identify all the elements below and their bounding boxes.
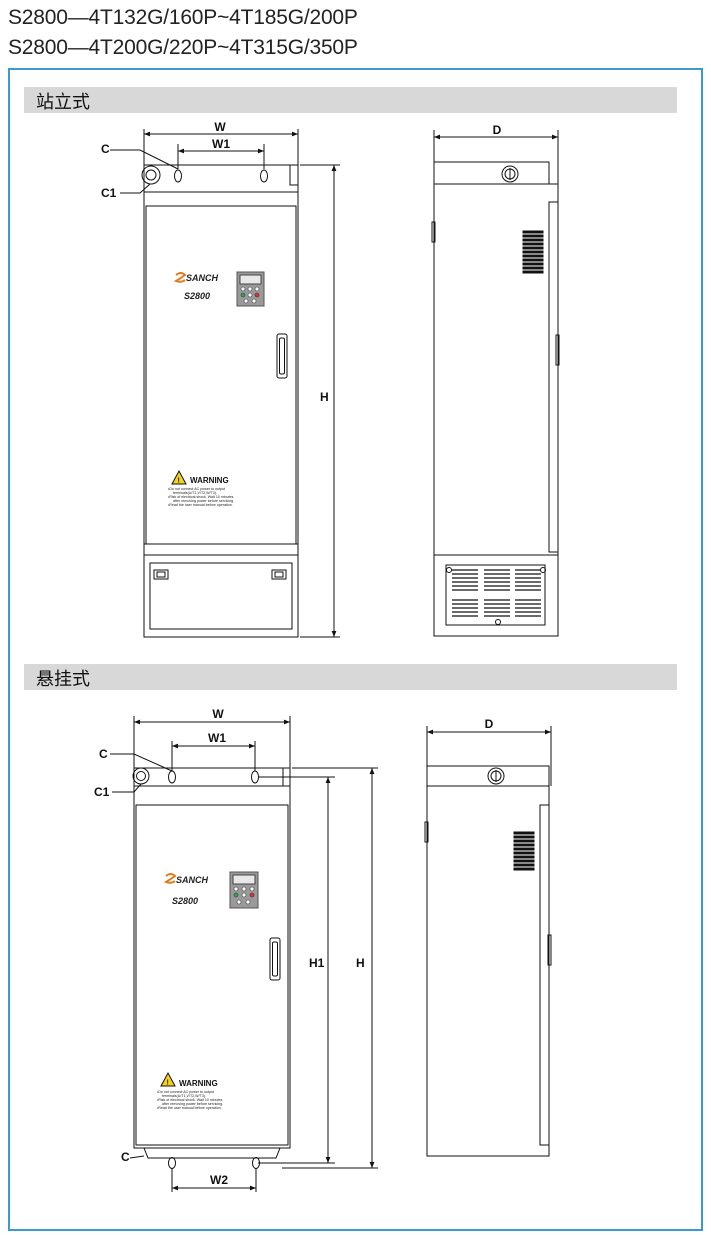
floor-dim-d: D <box>433 123 559 184</box>
wall-dim-w2: W2 <box>171 1168 257 1192</box>
floor-front-warning-line-5: •Read the user manual before operation. <box>168 503 233 507</box>
svg-text:!: ! <box>167 1080 169 1087</box>
floor-front-mount-hole-left <box>174 169 182 183</box>
wall-front-model: S2800 <box>172 896 198 906</box>
wall-front-mount-hole-left <box>168 770 176 784</box>
floor-dim-c: C <box>101 142 179 170</box>
floor-front-lifting-ring <box>141 165 161 185</box>
floor-front-model: S2800 <box>184 291 210 301</box>
wall-front-warning-line-4: after removing power before servicing. <box>162 1102 223 1106</box>
wall-front-warning-line-5: •Read the user manual before operation. <box>157 1106 222 1110</box>
wall-front-warning-line-2: terminals(U/T1,V/T2,W/T3). <box>162 1094 206 1098</box>
svg-text:!: ! <box>178 478 180 485</box>
wall-front-warning-line-3: •Risk of electrical shock. Wait 10 minut… <box>157 1098 223 1102</box>
wall-front-view: SANCH S2800 ! WARNING •Do not connect AC… <box>132 767 291 1169</box>
floor-label-c1: C1 <box>101 186 117 200</box>
wall-front-warning-title: WARNING <box>179 1079 218 1088</box>
floor-side-base <box>433 554 559 637</box>
floor-front-door <box>145 205 297 545</box>
wall-dim-w: W <box>133 707 291 768</box>
wall-label-c-bottom: C <box>121 1150 130 1164</box>
wall-front-brand-logo-icon <box>163 873 177 884</box>
wall-dim-c: C <box>99 747 173 772</box>
floor-front-brand: SANCH <box>186 273 219 283</box>
wall-label-h: H <box>356 956 365 970</box>
floor-front-warning-line-3: •Risk of electrical shock. Wait 10 minut… <box>168 495 234 499</box>
wall-front-warning-line-1: •Do not connect AC power to output <box>157 1090 214 1094</box>
floor-label-d: D <box>493 123 502 137</box>
section-header-floor: 站立式 <box>24 87 677 113</box>
wall-label-c1: C1 <box>94 785 110 799</box>
floor-dim-c1: C1 <box>101 183 151 200</box>
section-header-wall: 悬挂式 <box>24 664 677 690</box>
wall-label-w: W <box>212 707 224 721</box>
floor-front-door-handle <box>276 333 288 379</box>
model-range-line-1: S2800—4T132G/160P~4T185G/200P <box>8 6 358 29</box>
wall-dim-d: D <box>426 717 552 786</box>
wall-front-body <box>133 785 291 1149</box>
wall-dim-h1: H1 <box>258 776 335 1164</box>
floor-front-warning-line-1: •Do not connect AC power to output <box>168 487 225 491</box>
wall-front-warning-label: ! WARNING •Do not connect AC power to ou… <box>157 1071 223 1110</box>
floor-front-cap-handle <box>289 164 299 186</box>
wall-label-w2: W2 <box>210 1173 228 1187</box>
wall-front-brand: SANCH <box>176 875 209 885</box>
floor-front-warning-title: WARNING <box>190 476 229 485</box>
floor-side-vent-slots <box>522 230 544 274</box>
wall-side-view <box>424 765 552 1157</box>
wall-front-bottom-bracket <box>143 1147 281 1159</box>
model-range-line-2: S2800—4T200G/220P~4T315G/350P <box>8 36 358 59</box>
wall-dim-w1: W1 <box>171 731 256 771</box>
wall-dim-c-bottom: C <box>121 1150 145 1164</box>
floor-dim-w1: W1 <box>177 137 265 169</box>
wall-side-door-edge <box>539 804 550 1146</box>
floor-front-brand-logo-icon <box>173 272 187 283</box>
wall-label-w1: W1 <box>208 731 226 745</box>
floor-label-h: H <box>320 390 329 404</box>
floor-front-warning-line-4: after removing power before servicing. <box>173 499 234 503</box>
wall-label-c: C <box>99 747 108 761</box>
floor-label-w: W <box>214 120 226 134</box>
floor-front-warning-label: ! WARNING •Do not connect AC power to ou… <box>168 469 234 507</box>
floor-label-w1: W1 <box>212 137 230 151</box>
wall-front-lifting-ring <box>132 767 150 785</box>
wall-front-mount-hole-right <box>251 770 259 784</box>
wall-front-door-handle <box>269 937 281 981</box>
floor-front-body <box>143 191 299 638</box>
floor-side-door-edge <box>548 201 559 553</box>
floor-side-base-grille <box>445 564 546 626</box>
floor-front-warning-line-2: terminals(U/T1,V/T2,W/T3). <box>173 491 217 495</box>
floor-dim-h: H <box>300 164 340 638</box>
wall-dim-h: H <box>282 767 378 1169</box>
floor-front-mount-hole-right <box>260 169 268 183</box>
floor-label-c: C <box>101 142 110 156</box>
wall-side-lifting-ring <box>487 767 505 785</box>
wall-side-vent-slots <box>513 831 535 871</box>
floor-front-base-latch-right <box>271 569 287 580</box>
section-label-wall: 悬挂式 <box>36 669 90 690</box>
wall-front-bottom-hole-left <box>168 1157 176 1169</box>
floor-front-base-latch-left <box>153 569 169 580</box>
floor-front-base-panel <box>149 562 293 630</box>
floor-front-keypad <box>236 271 265 307</box>
drawing-frame <box>8 68 703 1231</box>
floor-dim-w: W <box>143 120 299 165</box>
floor-side-top-cap <box>433 161 550 185</box>
floor-side-lifting-ring <box>501 165 519 183</box>
wall-front-door <box>135 804 289 1146</box>
floor-side-view <box>431 161 560 637</box>
wall-dim-c1: C1 <box>94 783 142 799</box>
section-label-floor: 站立式 <box>36 92 90 113</box>
wall-label-d: D <box>485 717 494 731</box>
floor-front-view: SANCH S2800 ! WARNING •Do not connect AC… <box>141 164 299 638</box>
floor-front-top-cap <box>143 164 299 193</box>
wall-label-h1: H1 <box>309 956 325 970</box>
wall-front-keypad <box>229 871 259 909</box>
